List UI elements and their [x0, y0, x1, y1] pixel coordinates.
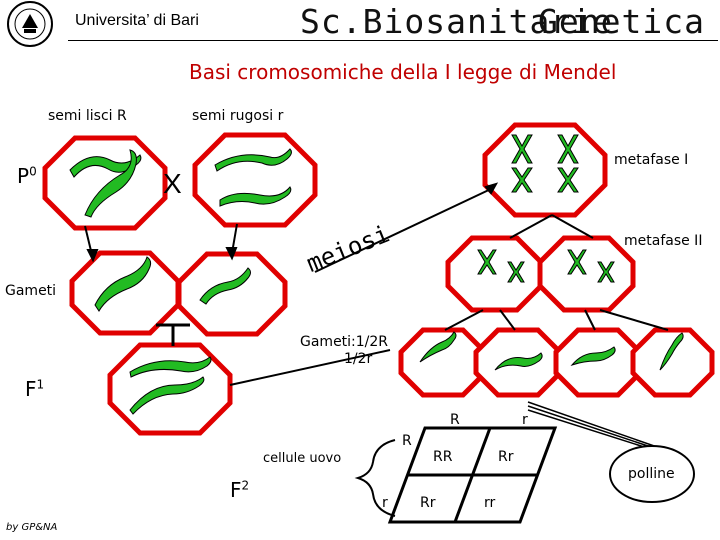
punnett-cell-rr-1: RR [433, 449, 453, 465]
cell-parent-smooth [42, 135, 168, 231]
polline-oval [609, 445, 695, 503]
label-cellule-uovo: cellule uovo [263, 451, 342, 466]
label-polline: polline [628, 466, 675, 482]
label-metafase2: metafase II [624, 233, 703, 249]
p0-sup: 0 [29, 164, 37, 179]
chromosome-group [69, 134, 684, 415]
university-seal-icon [7, 1, 53, 47]
punnett-cell-rr-4: rr [484, 495, 496, 511]
label-metafase1: metafase I [614, 152, 689, 168]
credit-text: by GP&NA [6, 522, 58, 533]
slide-title: Basi cromosomiche della I legge di Mende… [189, 60, 617, 84]
cross-symbol: X [163, 168, 182, 199]
f1-base: F [25, 377, 37, 401]
punnett-cell-rr-2: Rr [498, 449, 514, 465]
p0-base: P [17, 164, 30, 188]
pollen-allele-2: r [522, 412, 528, 428]
label-f1: F1 [25, 377, 44, 401]
f1-sup: 1 [36, 377, 45, 392]
label-p0: P0 [17, 164, 37, 188]
f2-base: F [230, 478, 242, 502]
punnett-square [387, 426, 558, 524]
institution-name: Universita’ di Bari [75, 12, 199, 29]
punnett-cell-rr-3: Rr [420, 495, 436, 511]
egg-allele-2: r [382, 495, 388, 511]
pollen-allele-1: R [450, 412, 460, 428]
label-f2: F2 [230, 478, 249, 502]
f2-sup: 2 [241, 478, 250, 493]
cell-gamete-smooth [69, 250, 181, 336]
label-gameti-ratio-1: Gameti:1/2R [300, 334, 389, 350]
egg-brace [354, 439, 396, 517]
cell-gamete-wrinkled [176, 251, 288, 337]
cell-parent-wrinkled [192, 132, 318, 228]
label-smooth-seeds: semi lisci R [48, 108, 127, 124]
course-left: Sc.Biosanitarie [300, 2, 614, 41]
pollen-lines [527, 401, 661, 453]
cell-metaphase1 [482, 122, 608, 218]
arrow-group [84, 182, 669, 386]
course-right: Genetica I [538, 2, 720, 41]
cell-gamete-1 [398, 327, 488, 398]
label-wrinkled-seeds: semi rugosi r [192, 108, 284, 124]
label-gameti: Gameti [5, 283, 57, 299]
cell-gamete-4 [630, 327, 715, 398]
cell-gamete-3 [553, 327, 643, 398]
header-rule [68, 40, 718, 41]
egg-allele-1: R [402, 433, 412, 449]
label-gameti-ratio-2: 1/2r [344, 351, 373, 367]
